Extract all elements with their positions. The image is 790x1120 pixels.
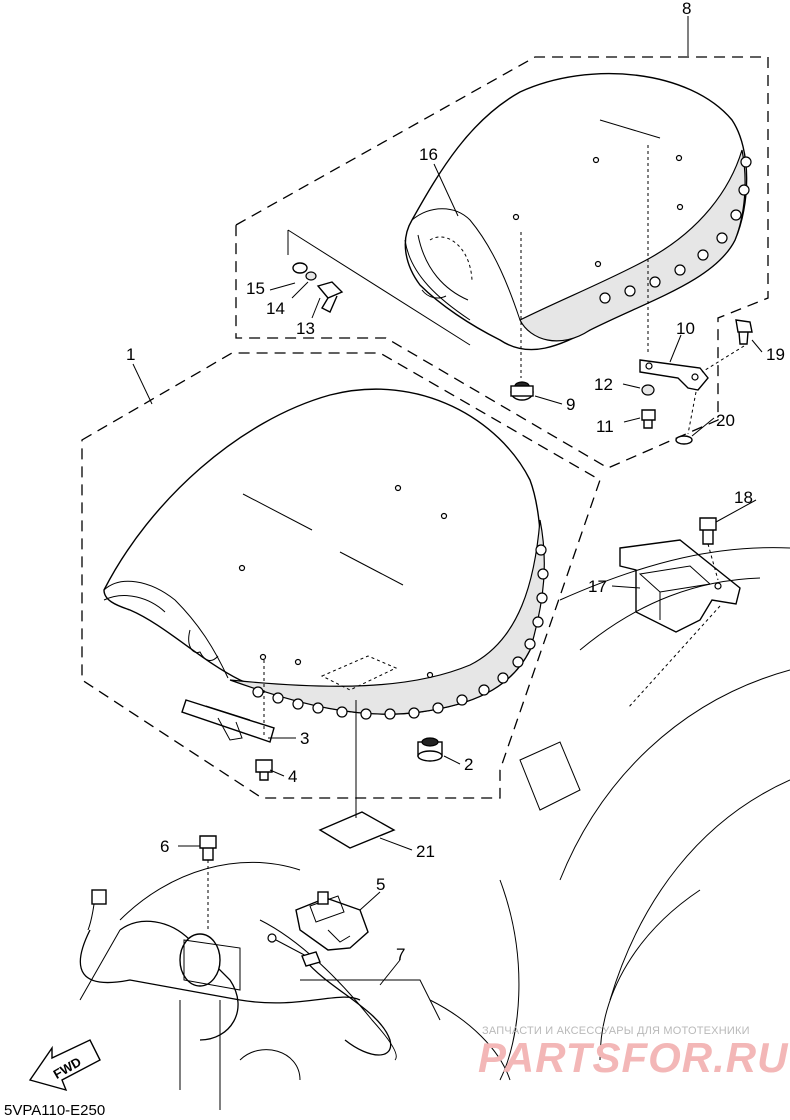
callout-5: 5 (376, 875, 385, 894)
damper-2 (417, 737, 443, 762)
passenger-seat-drawing (404, 72, 752, 351)
bracket-10 (639, 359, 709, 391)
diagram-reference-code: 5VPA110-E250 (4, 1102, 106, 1119)
callout-6: 6 (160, 837, 169, 856)
passenger-seat-group-outline (235, 56, 769, 469)
bolt-19 (735, 319, 753, 345)
callout-17: 17 (588, 577, 607, 596)
bolt-13 (316, 281, 344, 313)
callout-19: 19 (766, 345, 785, 364)
callout-21: 21 (416, 842, 435, 861)
bolt-11 (641, 409, 656, 429)
callout-18: 18 (734, 488, 753, 507)
nut-14 (305, 271, 317, 281)
fwd-arrow (28, 1039, 101, 1092)
callout-labels: 8 1 16 15 14 13 9 10 12 11 20 19 18 17 3… (51, 0, 785, 1082)
leader-lines (132, 16, 763, 986)
bracket-17 (619, 539, 741, 633)
washer-15 (292, 262, 308, 274)
washer-20 (675, 435, 693, 445)
callout-2: 2 (464, 755, 473, 774)
bolt-6 (199, 835, 217, 861)
rider-seat-drawing (103, 388, 549, 720)
callout-12: 12 (594, 375, 613, 394)
pad-21 (318, 811, 396, 849)
bolt-4 (255, 759, 273, 781)
rider-seat-group-outline (81, 352, 601, 799)
seat-switch-5 (295, 891, 369, 951)
callout-20: 20 (716, 411, 735, 430)
callout-10: 10 (676, 319, 695, 338)
damper-9 (510, 381, 534, 401)
callout-9: 9 (566, 395, 575, 414)
frame-drawing (79, 547, 790, 1110)
callout-4: 4 (288, 767, 297, 786)
callout-3: 3 (300, 729, 309, 748)
callout-8: 8 (682, 0, 691, 18)
callout-15: 15 (246, 279, 265, 298)
callout-13: 13 (296, 319, 315, 338)
callout-14: 14 (266, 299, 285, 318)
watermark-tagline: ЗАПЧАСТИ И АКСЕССУАРЫ ДЛЯ МОТОТЕХНИКИ (482, 1025, 750, 1037)
callout-7: 7 (396, 945, 405, 964)
callout-11: 11 (596, 417, 614, 436)
bolt-18 (699, 517, 717, 545)
watermark-logo: PARTSFOR.RU (478, 1034, 789, 1081)
callout-1: 1 (126, 345, 135, 364)
callout-16: 16 (419, 145, 438, 164)
nut-12 (641, 384, 655, 396)
